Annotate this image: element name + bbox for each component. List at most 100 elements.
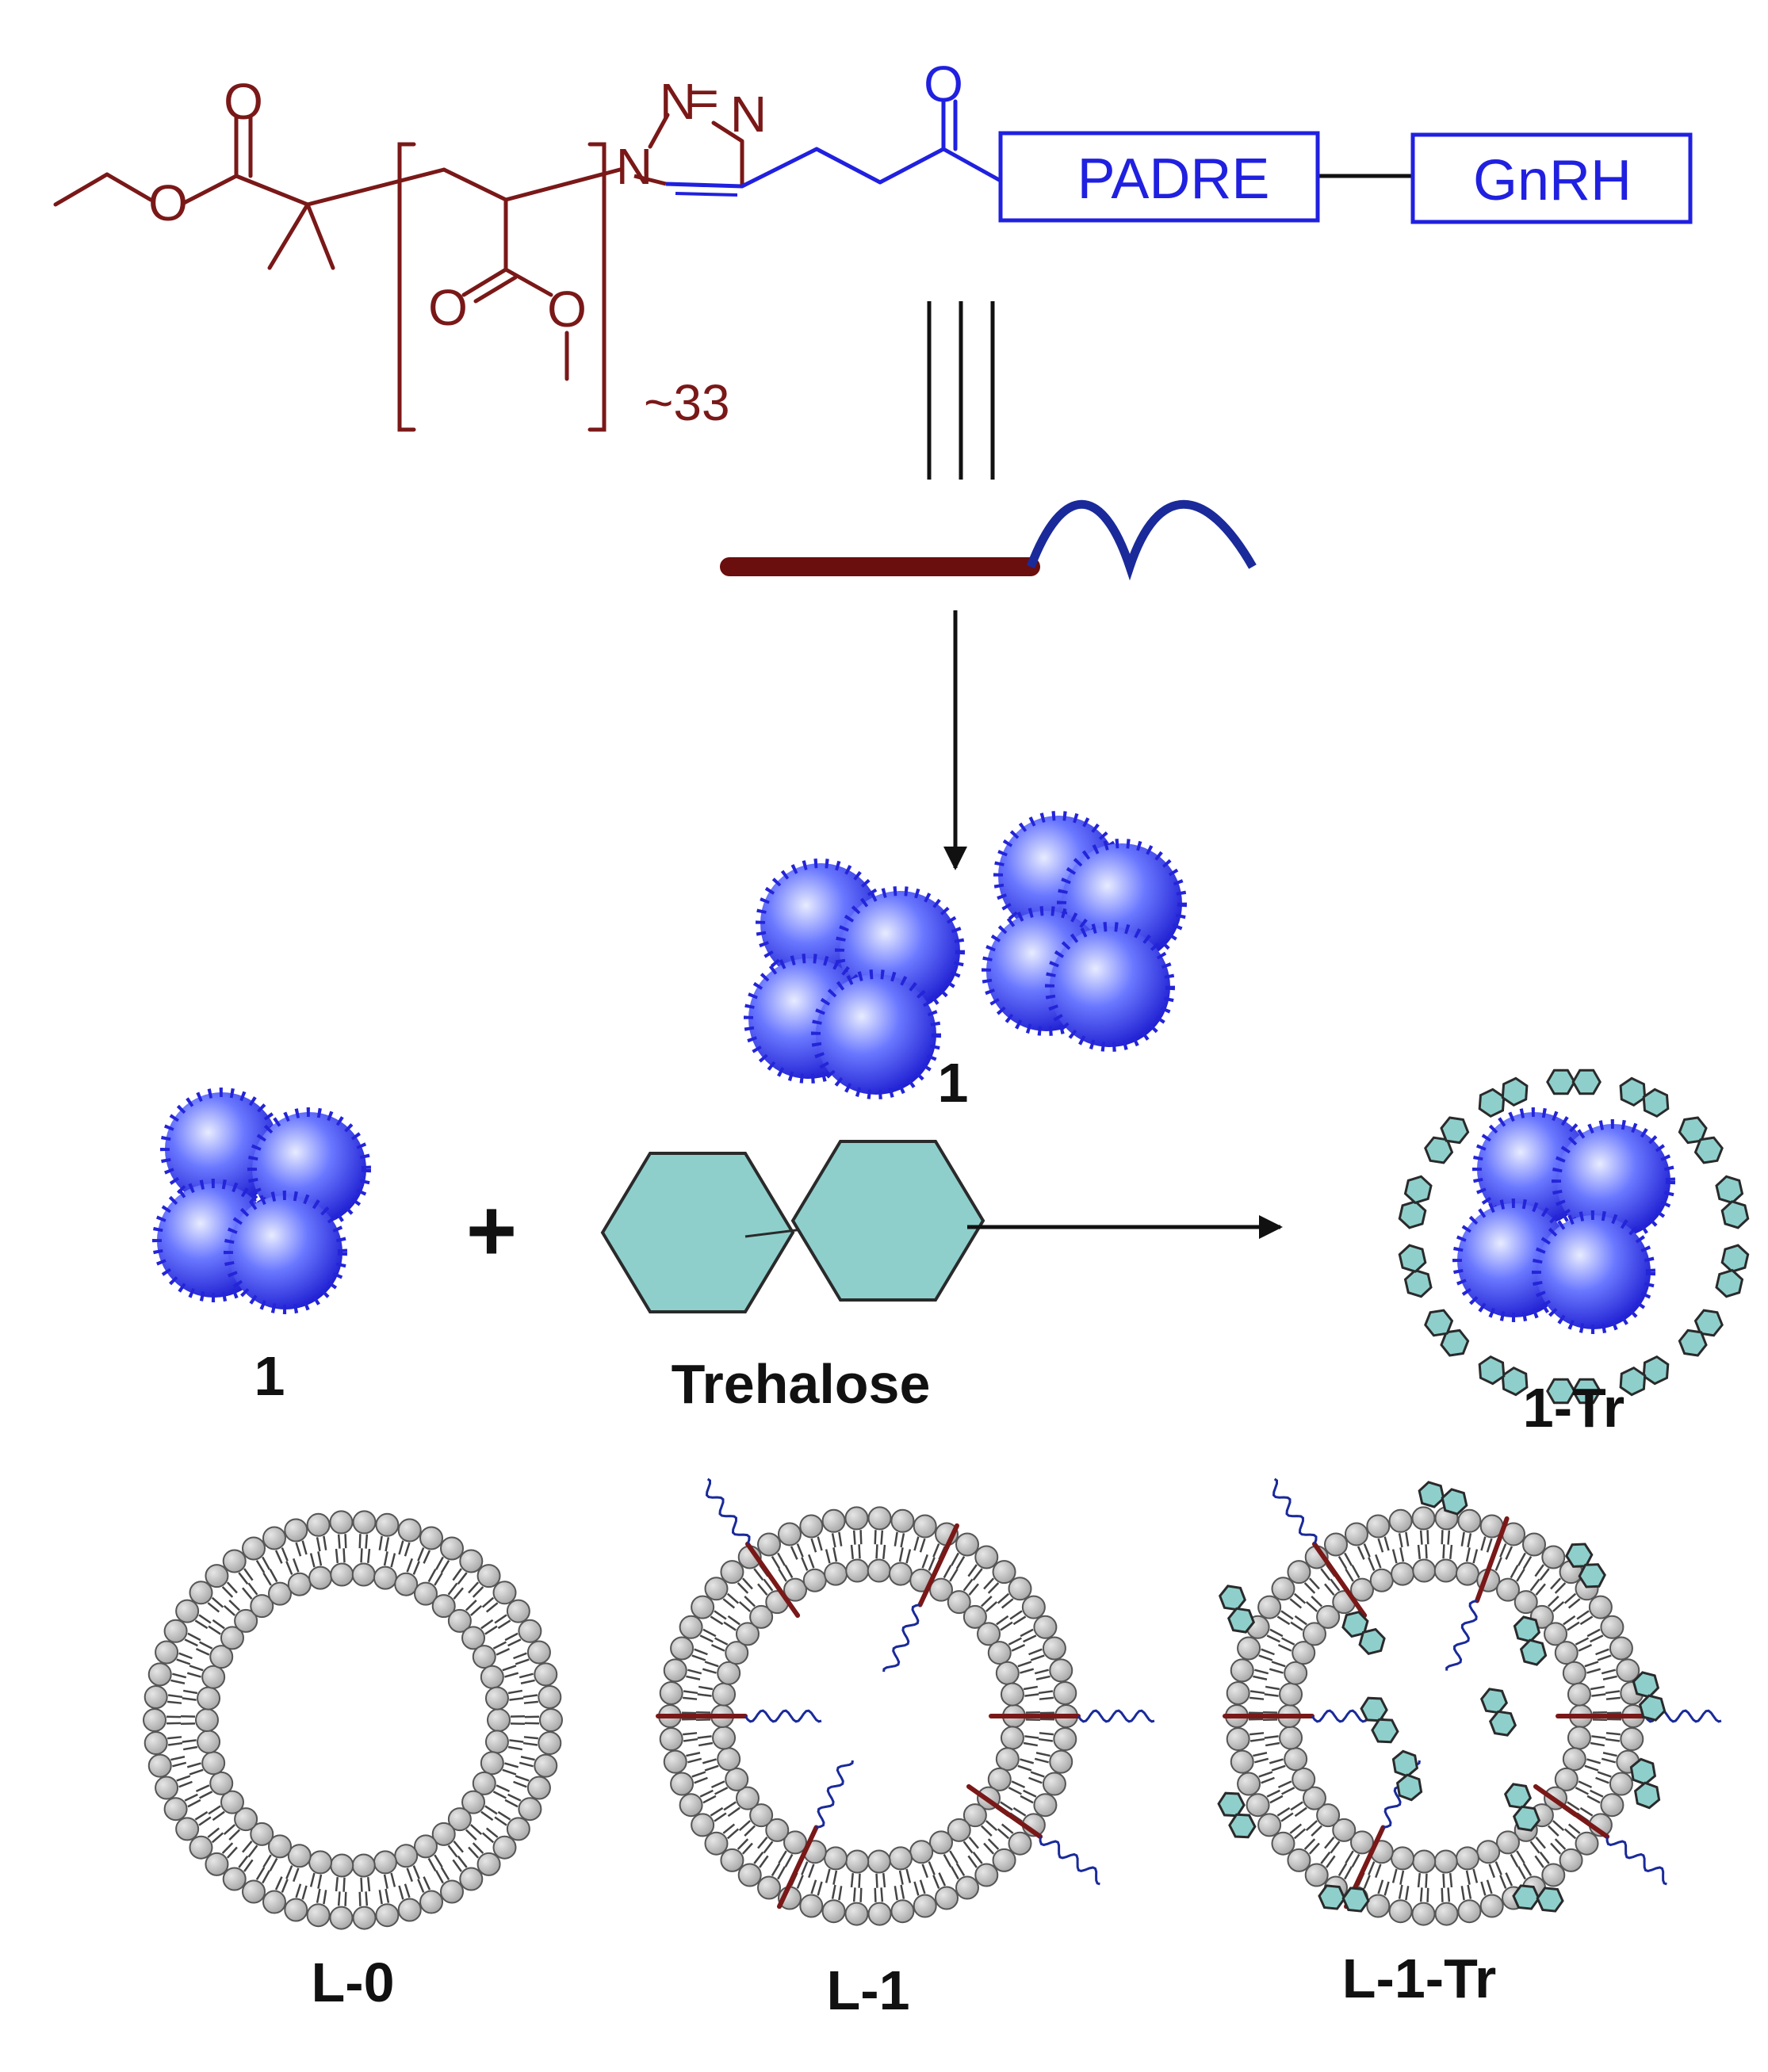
lipid-tail [1578,1780,1593,1788]
lipid-tail [293,1867,300,1883]
lipid-tail [317,1874,323,1889]
lipid-tail [1280,1610,1294,1620]
lipid-tail [1567,1823,1581,1834]
lipid-tail [778,1568,787,1582]
lipid-head [679,1793,703,1818]
lipid-tail [262,1854,272,1868]
lipid-head [717,1747,741,1772]
lipid-tail [1028,1776,1043,1784]
lipid-tail [1266,1789,1280,1798]
lipid-head [824,1846,848,1871]
trehalose-ring [1403,1268,1433,1298]
trehalose-ring [1395,1773,1423,1802]
lipid-head [1479,1894,1504,1918]
lipid-tail [223,1605,236,1616]
trehalose-ring [1501,1366,1529,1397]
lipid-head [250,1594,274,1619]
lipid-tail [469,1824,483,1835]
lipid-head [1257,1813,1282,1837]
lipid-tail [519,1761,534,1768]
lipid-tail [453,1841,464,1853]
lipid-tail [1249,1690,1265,1695]
lipid-tail [316,1537,321,1552]
lipid-head [1042,1772,1066,1796]
lipid-tail [427,1857,437,1871]
lipid-tail [832,1870,838,1885]
lipid-tail [1597,1771,1612,1778]
lipid-head [783,1830,807,1855]
trehalose-ring [1478,1355,1506,1386]
peptide-tail [705,1478,751,1545]
lipid-tail [484,1805,498,1815]
lipid-head [735,1786,760,1810]
lipid-tail [1486,1538,1493,1553]
lipid-head [1366,1894,1391,1918]
lipid-head [287,1572,312,1596]
lipid-tail [1405,1886,1410,1901]
lipid-tail [796,1875,804,1889]
lipid-tail [207,1827,220,1838]
lipid-tail [178,1652,193,1660]
triazole-ring: N N = N [616,70,767,197]
trehalose-ring [1642,1088,1670,1118]
lipid-tail [1467,1533,1472,1548]
lipid-head [234,1807,258,1832]
lipid-tail [186,1672,201,1678]
lipid-tail [189,1768,204,1776]
lipid-tail [962,1841,974,1854]
lipid-tail [484,1625,498,1635]
lipid-tail [1290,1801,1303,1811]
lipid-tail [1535,1837,1546,1849]
lipid-tail [247,1582,258,1596]
lipid-tail [1591,1735,1606,1739]
lipid-head [472,1645,496,1669]
lipid-tail [1023,1634,1037,1643]
lipid-head [189,1835,213,1860]
lipid-tail [1324,1583,1335,1596]
lipid-tail [1563,1592,1577,1604]
lipid-head [431,1594,456,1619]
lipid-head [1559,1848,1583,1872]
trehalose-ring [1441,1488,1468,1516]
trehalose-ring [1619,1366,1647,1397]
lipid-head [1237,1772,1261,1796]
lipid-tail [850,1544,855,1560]
lipid-tail [207,1602,220,1613]
lipid-head [306,1512,331,1537]
trehalose-mini [1678,1309,1724,1357]
lipid-head [440,1536,464,1561]
lipid-tail [274,1876,283,1890]
lipid-tail [1539,1568,1550,1581]
lipid-tail [398,1540,404,1555]
lipid-tail [435,1556,444,1570]
lipid-head [1544,1622,1568,1646]
lipid-tail [317,1551,323,1566]
lipid-tail [1024,1693,1039,1697]
lipid-head [1350,1830,1374,1855]
lipid-head [992,1848,1016,1872]
lipid-tail [522,1694,538,1699]
lipid-tail [894,1886,898,1901]
lipid-tail [1399,1547,1405,1562]
lipid-tail [1017,1764,1032,1772]
lipid-head [209,1771,234,1795]
lipid-tail [1020,1758,1035,1764]
trehalose-ring [1619,1076,1647,1107]
lipid-tail [714,1610,727,1620]
lipid-tail [358,1534,362,1549]
lipid-head [1008,1831,1032,1856]
lipid-tail [1391,1868,1398,1883]
lipid-tail [440,1559,450,1573]
lipid-tail [1605,1696,1621,1700]
lipid-tail [1417,1544,1422,1560]
lipid-tail [1447,1530,1451,1545]
lipid-head [534,1753,558,1778]
lipid-tail [468,1581,480,1594]
nitrogen-2: N [660,73,696,130]
lipid-head [447,1608,472,1633]
lipid-head [1287,1560,1311,1585]
lipid-head [375,1903,400,1928]
lipid-tail [465,1829,477,1841]
lipid-tail [1554,1838,1567,1850]
lipid-tail [810,1879,817,1894]
